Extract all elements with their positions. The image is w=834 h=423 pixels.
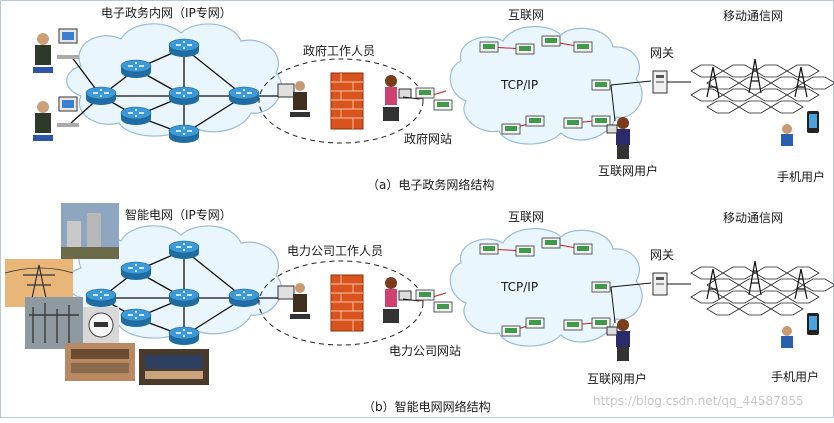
switch-icon xyxy=(479,243,499,255)
internet-black-links xyxy=(402,80,652,122)
internet-user-label: 互联网用户 xyxy=(598,163,658,178)
web-server-user-icon xyxy=(383,277,412,323)
cellular-network xyxy=(690,266,834,316)
caption-a: （a）电子政务网络结构 xyxy=(367,177,494,192)
power-plant-photo xyxy=(61,203,119,259)
switch-icon xyxy=(573,41,593,53)
switch-icon xyxy=(479,41,499,53)
gateway-icon xyxy=(652,272,668,296)
router-icon xyxy=(168,288,200,308)
router-icon xyxy=(168,326,200,346)
tcpip-label: TCP/IP xyxy=(500,78,538,92)
internet-user-icon xyxy=(606,319,630,361)
switch-icon xyxy=(591,79,611,91)
router-icon xyxy=(120,59,152,79)
mobile-network-title: 移动通信网 xyxy=(723,211,783,225)
internet-user-icon xyxy=(606,117,630,159)
control-room-photo xyxy=(139,349,209,385)
switch-icon xyxy=(573,243,593,255)
switch-icon xyxy=(515,43,535,55)
router-icon xyxy=(120,106,152,126)
watermark-text: https://blog.csdn.net/qq_44587855 xyxy=(593,394,804,408)
electric-meter-photo xyxy=(83,307,119,347)
router-icon xyxy=(228,86,260,106)
switch-icon xyxy=(525,115,545,127)
router-icon xyxy=(228,288,260,308)
switch-icon xyxy=(433,301,453,313)
switch-icon xyxy=(433,99,453,111)
staff-worker-icon xyxy=(277,283,310,319)
router-icon xyxy=(168,240,200,260)
internet-black-links xyxy=(402,282,652,324)
staff-label: 电力公司工作人员 xyxy=(287,244,383,258)
router-icon xyxy=(85,86,117,106)
panel-b: 智能电网（IP专网） 电力公司工作人员 电力公司网站 互联网 TCP/IP 网关… xyxy=(4,203,834,414)
firewall-icon xyxy=(330,274,364,332)
router-icon xyxy=(168,124,200,144)
switch-icon xyxy=(541,35,561,47)
intranet-title: 智能电网（IP专网） xyxy=(125,207,232,222)
website-label: 政府网站 xyxy=(404,131,452,146)
gateway-label: 网关 xyxy=(650,248,674,262)
router-icon xyxy=(168,38,200,58)
mobile-network-title: 移动通信网 xyxy=(723,9,783,23)
mobile-phone-icon xyxy=(807,111,819,133)
switch-icon xyxy=(415,87,435,99)
router-icon xyxy=(85,288,117,308)
switch-icon xyxy=(563,117,583,129)
mobile-user-label: 手机用户 xyxy=(771,369,819,384)
building-photo xyxy=(65,343,135,381)
switch-icon xyxy=(541,237,561,249)
switch-icon xyxy=(515,245,535,257)
switch-icon xyxy=(501,325,521,337)
internet-title: 互联网 xyxy=(508,8,544,22)
substation-photo xyxy=(25,297,83,349)
office-worker-icon xyxy=(33,28,79,73)
cell-tower-icon xyxy=(706,260,808,300)
office-worker-icon xyxy=(33,96,79,141)
switch-icon xyxy=(525,317,545,329)
web-server-user-icon xyxy=(383,75,412,121)
mobile-phone-icon xyxy=(807,313,819,335)
firewall-icon xyxy=(330,72,364,130)
router-icon xyxy=(120,261,152,281)
mobile-user-icon xyxy=(781,124,793,146)
dmz-boundary xyxy=(258,58,424,144)
staff-label: 政府工作人员 xyxy=(303,43,375,58)
router-icon xyxy=(168,86,200,106)
internet-user-label: 互联网用户 xyxy=(587,371,647,386)
intranet-title: 电子政务内网（IP专网） xyxy=(101,5,232,20)
cell-tower-icon xyxy=(706,58,808,98)
dmz-boundary xyxy=(258,260,424,346)
caption-b: （b）智能电网网络结构 xyxy=(363,399,491,414)
gateway-icon xyxy=(652,70,668,94)
router-icon xyxy=(120,308,152,328)
internet-title: 互联网 xyxy=(508,210,544,224)
switch-icon xyxy=(563,319,583,331)
switch-icon xyxy=(415,289,435,301)
staff-worker-icon xyxy=(277,81,310,117)
website-label: 电力公司网站 xyxy=(389,344,461,358)
panel-a: 电子政务内网（IP专网） 政府工作人员 政府网站 互联网 TCP/IP 网关 移… xyxy=(33,5,834,192)
switch-icon xyxy=(501,123,521,135)
gateway-label: 网关 xyxy=(650,46,674,60)
tcpip-label: TCP/IP xyxy=(500,280,538,294)
mobile-user-icon xyxy=(781,326,793,348)
mobile-user-label: 手机用户 xyxy=(777,169,825,184)
switch-icon xyxy=(591,281,611,293)
